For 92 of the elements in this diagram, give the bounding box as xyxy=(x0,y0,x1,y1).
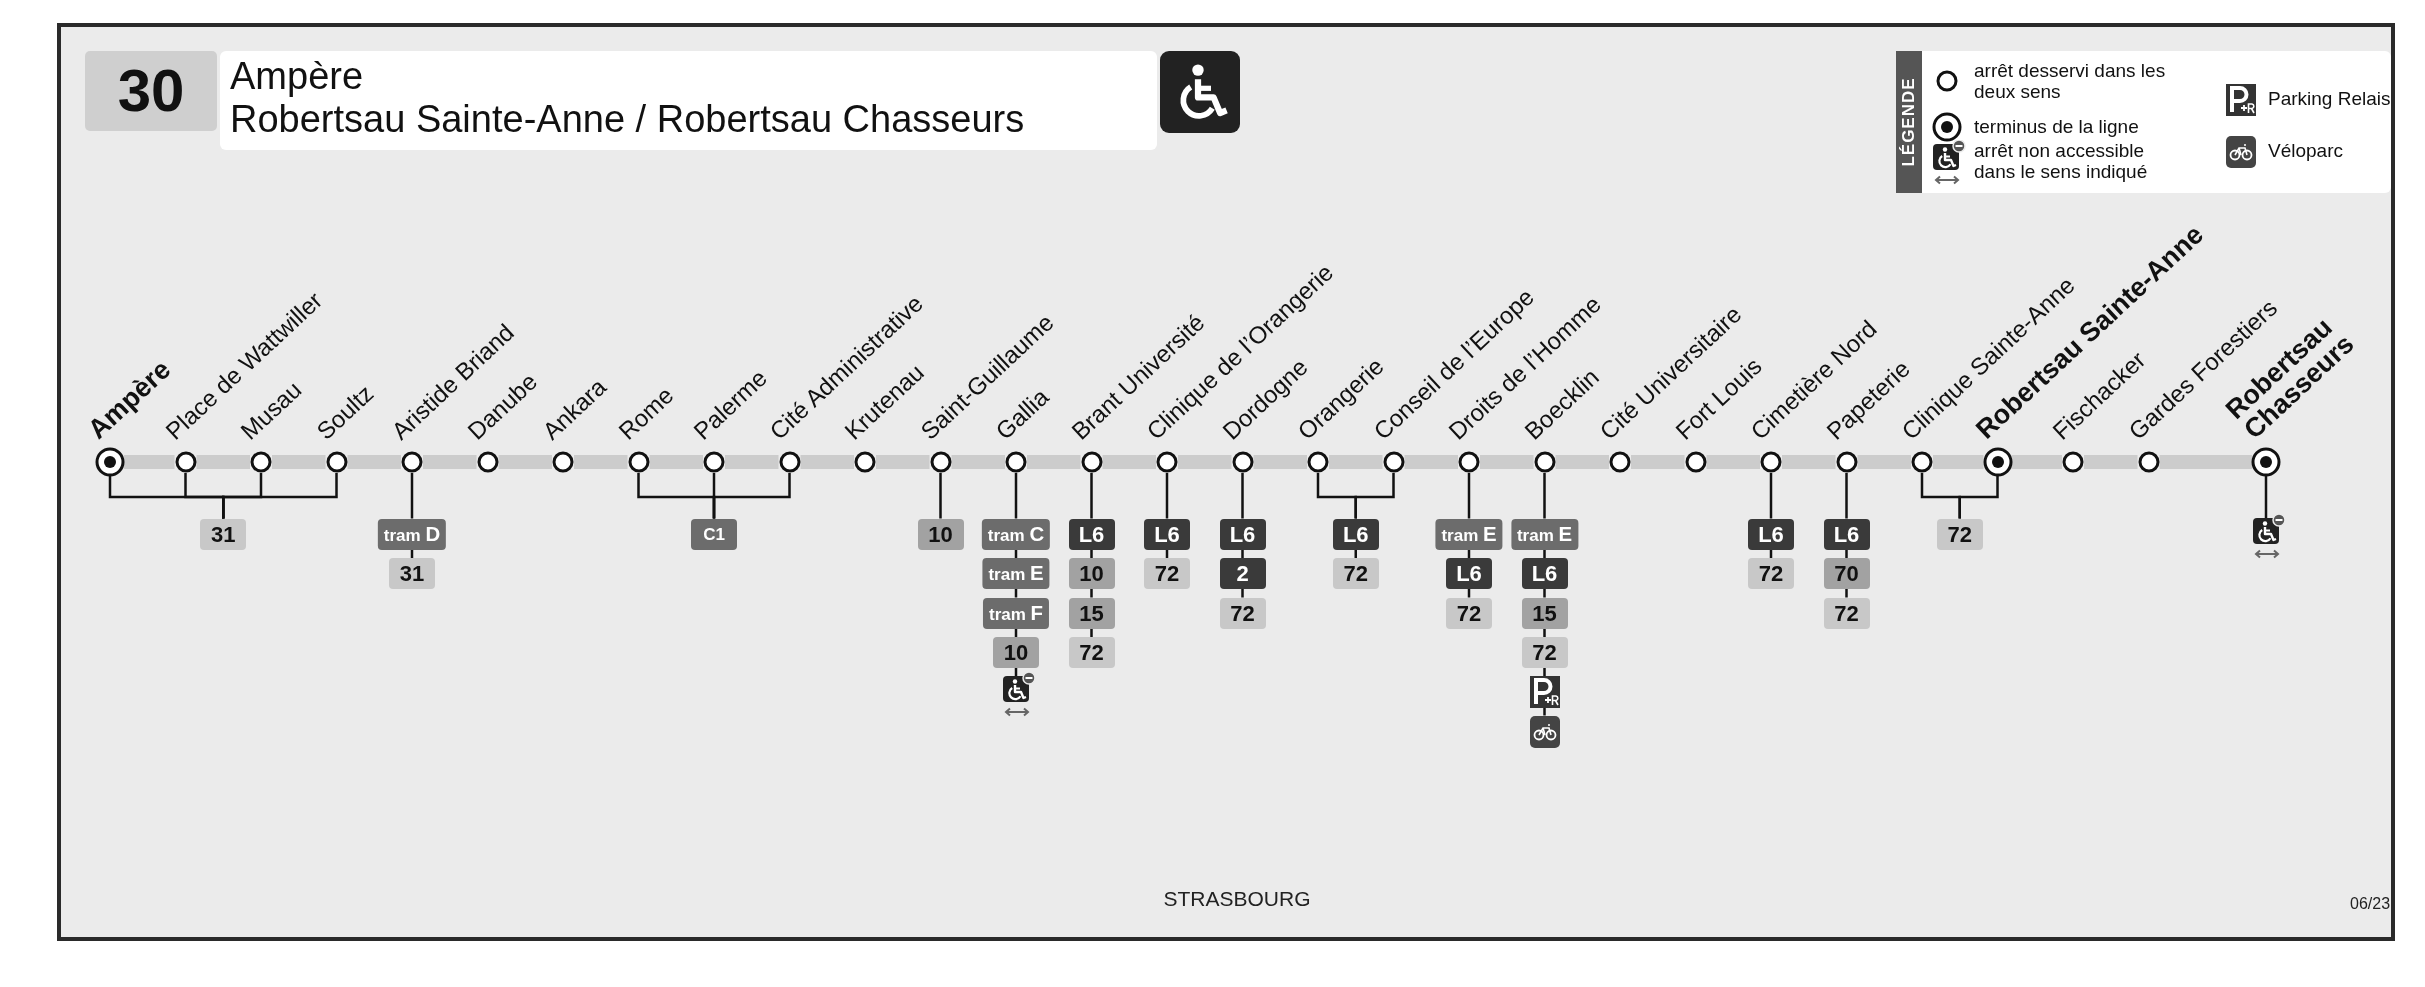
connector-line xyxy=(1543,628,1546,637)
connector-line xyxy=(2264,476,2268,518)
track-segment xyxy=(2011,455,2062,469)
track-segment xyxy=(800,455,854,469)
no-wheelchair-access-icon xyxy=(1002,672,1036,718)
line-badge: 10 xyxy=(993,637,1039,668)
track-segment xyxy=(1555,455,1609,469)
parking-icon xyxy=(1529,676,1560,708)
track-segment xyxy=(876,455,930,469)
line-badge: 72 xyxy=(1068,637,1115,668)
connector-line xyxy=(1467,473,1471,519)
track-segment xyxy=(725,455,779,469)
connector-line xyxy=(1090,549,1093,558)
tram-badge: tram E xyxy=(1510,518,1579,550)
connector-line xyxy=(1090,628,1093,637)
connector-line xyxy=(1845,589,1848,598)
track-segment xyxy=(2084,455,2138,469)
connector-line xyxy=(712,473,791,519)
connector-line xyxy=(1090,473,1093,519)
track-segment xyxy=(574,455,628,469)
line-badge: 72 xyxy=(1521,637,1568,668)
line-badge: L6 xyxy=(1144,518,1190,550)
tram-badge: tram E xyxy=(1435,518,1503,550)
line-badge: 72 xyxy=(1144,558,1190,589)
tram-badge: tram D xyxy=(377,518,447,550)
destination-text: Robertsau Sainte-Anne / Robertsau Chasseurs xyxy=(230,97,1025,141)
destination-text: Ampère xyxy=(230,54,364,98)
track-segment xyxy=(2159,455,2252,469)
track-segment xyxy=(951,455,1005,469)
track-segment xyxy=(649,455,703,469)
line-badge: 2 xyxy=(1219,558,1266,589)
line-badge: 31 xyxy=(200,518,247,550)
connector-line xyxy=(1543,589,1546,598)
connector-line xyxy=(222,473,338,519)
connector-line xyxy=(1014,473,1018,519)
track-segment xyxy=(1329,455,1383,469)
track-segment xyxy=(1857,455,1911,469)
track-segment xyxy=(124,455,175,469)
line-badge: L6 xyxy=(1748,518,1794,550)
connector-line xyxy=(1090,589,1093,598)
connector-line xyxy=(410,473,414,519)
line-badge: 72 xyxy=(1446,597,1492,629)
line-badge: 31 xyxy=(389,558,435,589)
tram-badge: tram E xyxy=(982,558,1050,589)
connector-line xyxy=(1543,549,1546,558)
track-segment xyxy=(347,455,401,469)
track-segment xyxy=(272,455,326,469)
connector-line xyxy=(1769,473,1773,519)
legend-text: arrêt desservi dans les deux sens xyxy=(1974,60,2167,102)
track-segment xyxy=(1178,455,1232,469)
track-segment xyxy=(1027,455,1081,469)
connector-line xyxy=(1241,589,1244,598)
line-badge: 70 xyxy=(1823,558,1870,589)
line-badge: 10 xyxy=(1068,558,1115,589)
legend-text: terminus de la ligne xyxy=(1974,116,2140,137)
connector-line xyxy=(1241,549,1244,558)
tram-badge: tram F xyxy=(983,597,1049,629)
track-segment xyxy=(423,455,477,469)
connector-line xyxy=(1958,476,1999,519)
track-segment xyxy=(1253,455,1307,469)
no-wheelchair-access-icon xyxy=(2252,514,2286,560)
connector-line xyxy=(1845,473,1848,519)
tram-badge: C1 xyxy=(691,518,737,550)
track-segment xyxy=(498,455,552,469)
track-segment xyxy=(1782,455,1836,469)
connector-line xyxy=(1845,549,1848,558)
city-name: STRASBOURG xyxy=(1163,887,1311,911)
connector-line xyxy=(1241,473,1244,519)
track-segment xyxy=(1933,455,1984,469)
legend-text: Parking Relais xyxy=(2268,88,2391,109)
connector-line xyxy=(939,473,942,519)
line-badge: 72 xyxy=(1332,558,1379,589)
line-badge: 72 xyxy=(1748,558,1794,589)
connector-line xyxy=(1543,708,1546,716)
connector-line xyxy=(1354,473,1395,519)
line-badge: L6 xyxy=(1521,558,1568,589)
date-code: 06/23 xyxy=(2350,895,2391,913)
connector-line xyxy=(1543,473,1546,519)
route-number: 30 xyxy=(85,51,217,131)
track-segment xyxy=(1480,455,1534,469)
legend-text: Véloparc xyxy=(2268,140,2343,161)
connector-line xyxy=(1165,473,1169,519)
track-segment xyxy=(1631,455,1685,469)
legend-text: arrêt non accessible dans le sens indiqué xyxy=(1974,140,2149,182)
tram-badge: tram C xyxy=(981,518,1051,550)
line-badge: L6 xyxy=(1446,558,1492,589)
track-segment xyxy=(1102,455,1156,469)
track-segment xyxy=(1706,455,1760,469)
track-segment xyxy=(1404,455,1458,469)
connector-line xyxy=(1543,668,1546,676)
track-segment xyxy=(196,455,250,469)
legend-heading: LÉGENDE xyxy=(1899,77,1919,167)
